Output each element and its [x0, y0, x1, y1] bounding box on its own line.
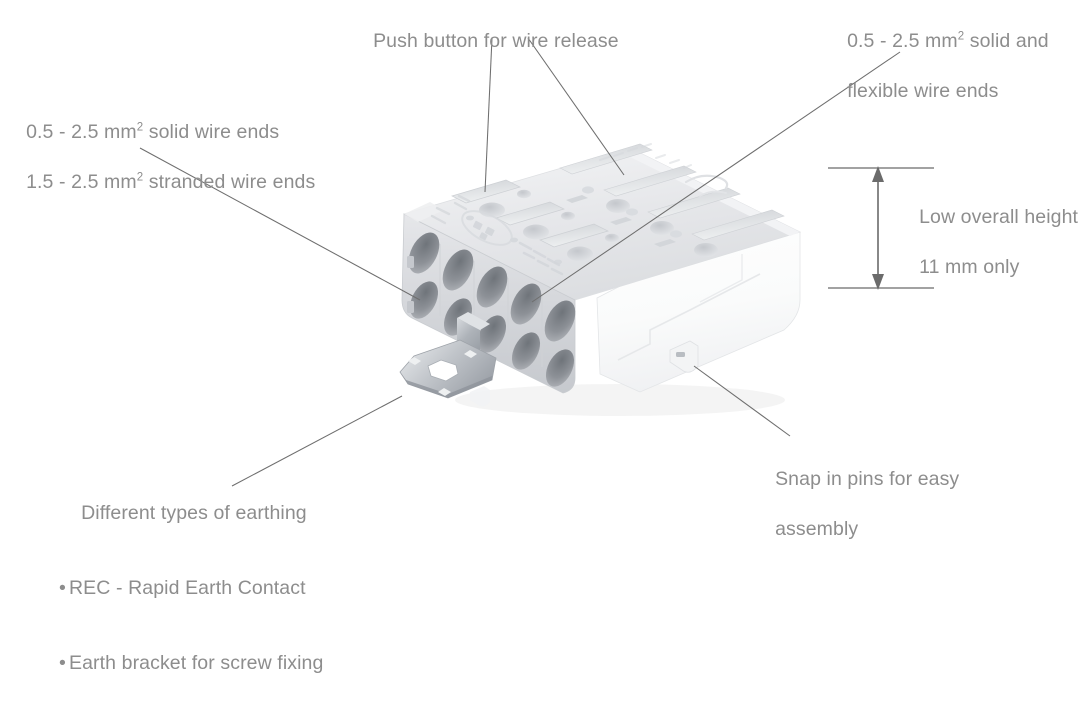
arrow-head-down: [872, 274, 884, 290]
callout-solid-wire-line2: 1.5 - 2.5 mm2 stranded wire ends: [26, 171, 316, 193]
snap-in-pin-secondary: [470, 386, 490, 407]
callout-overall-height-line2: 11 mm only: [919, 256, 1020, 278]
callout-earthing-bullet-1: •REC - Rapid Earth Contact: [59, 577, 306, 599]
callout-earthing-bullet-2: •Earth bracket for screw fixing: [59, 652, 324, 674]
leader-earthing: [231, 395, 403, 487]
connector-body: [399, 143, 802, 407]
arrow-head-up: [872, 166, 884, 182]
earth-bracket: [399, 312, 497, 399]
callout-flexible-wire-line2: flexible wire ends: [847, 80, 999, 102]
bullet-icon: •: [59, 652, 66, 674]
leader-snap-in: [693, 365, 791, 437]
callout-solid-wire: 0.5 - 2.5 mm2 solid wire ends 1.5 - 2.5 …: [4, 95, 315, 220]
top-face-features: [451, 143, 785, 265]
callout-snap-in-pins-line2: assembly: [775, 518, 859, 540]
callout-overall-height: Low overall height 11 mm only: [897, 180, 1078, 305]
snap-in-pin: [669, 340, 699, 373]
wire-entry-holes: [407, 232, 576, 387]
bullet-icon: •: [59, 577, 66, 599]
callout-flexible-wire: 0.5 - 2.5 mm2 solid and flexible wire en…: [825, 4, 1049, 129]
callout-push-button: Push button for wire release: [351, 4, 619, 79]
callout-earthing-title: Different types of earthing: [81, 502, 307, 524]
callout-snap-in-pins-line1: Snap in pins for easy: [775, 468, 960, 490]
diagram-canvas: Push button for wire release 0.5 - 2.5 m…: [4, 4, 1078, 674]
callout-solid-wire-line1: 0.5 - 2.5 mm2 solid wire ends: [26, 121, 280, 143]
callout-flexible-wire-line1: 0.5 - 2.5 mm2 solid and: [847, 30, 1049, 52]
callout-earthing: Different types of earthing •REC - Rapid…: [59, 476, 323, 726]
callout-push-button-line1: Push button for wire release: [373, 30, 619, 52]
callout-snap-in-pins: Snap in pins for easy assembly: [753, 442, 959, 567]
callout-overall-height-line1: Low overall height: [919, 206, 1079, 228]
embossed-markings: [430, 194, 564, 276]
